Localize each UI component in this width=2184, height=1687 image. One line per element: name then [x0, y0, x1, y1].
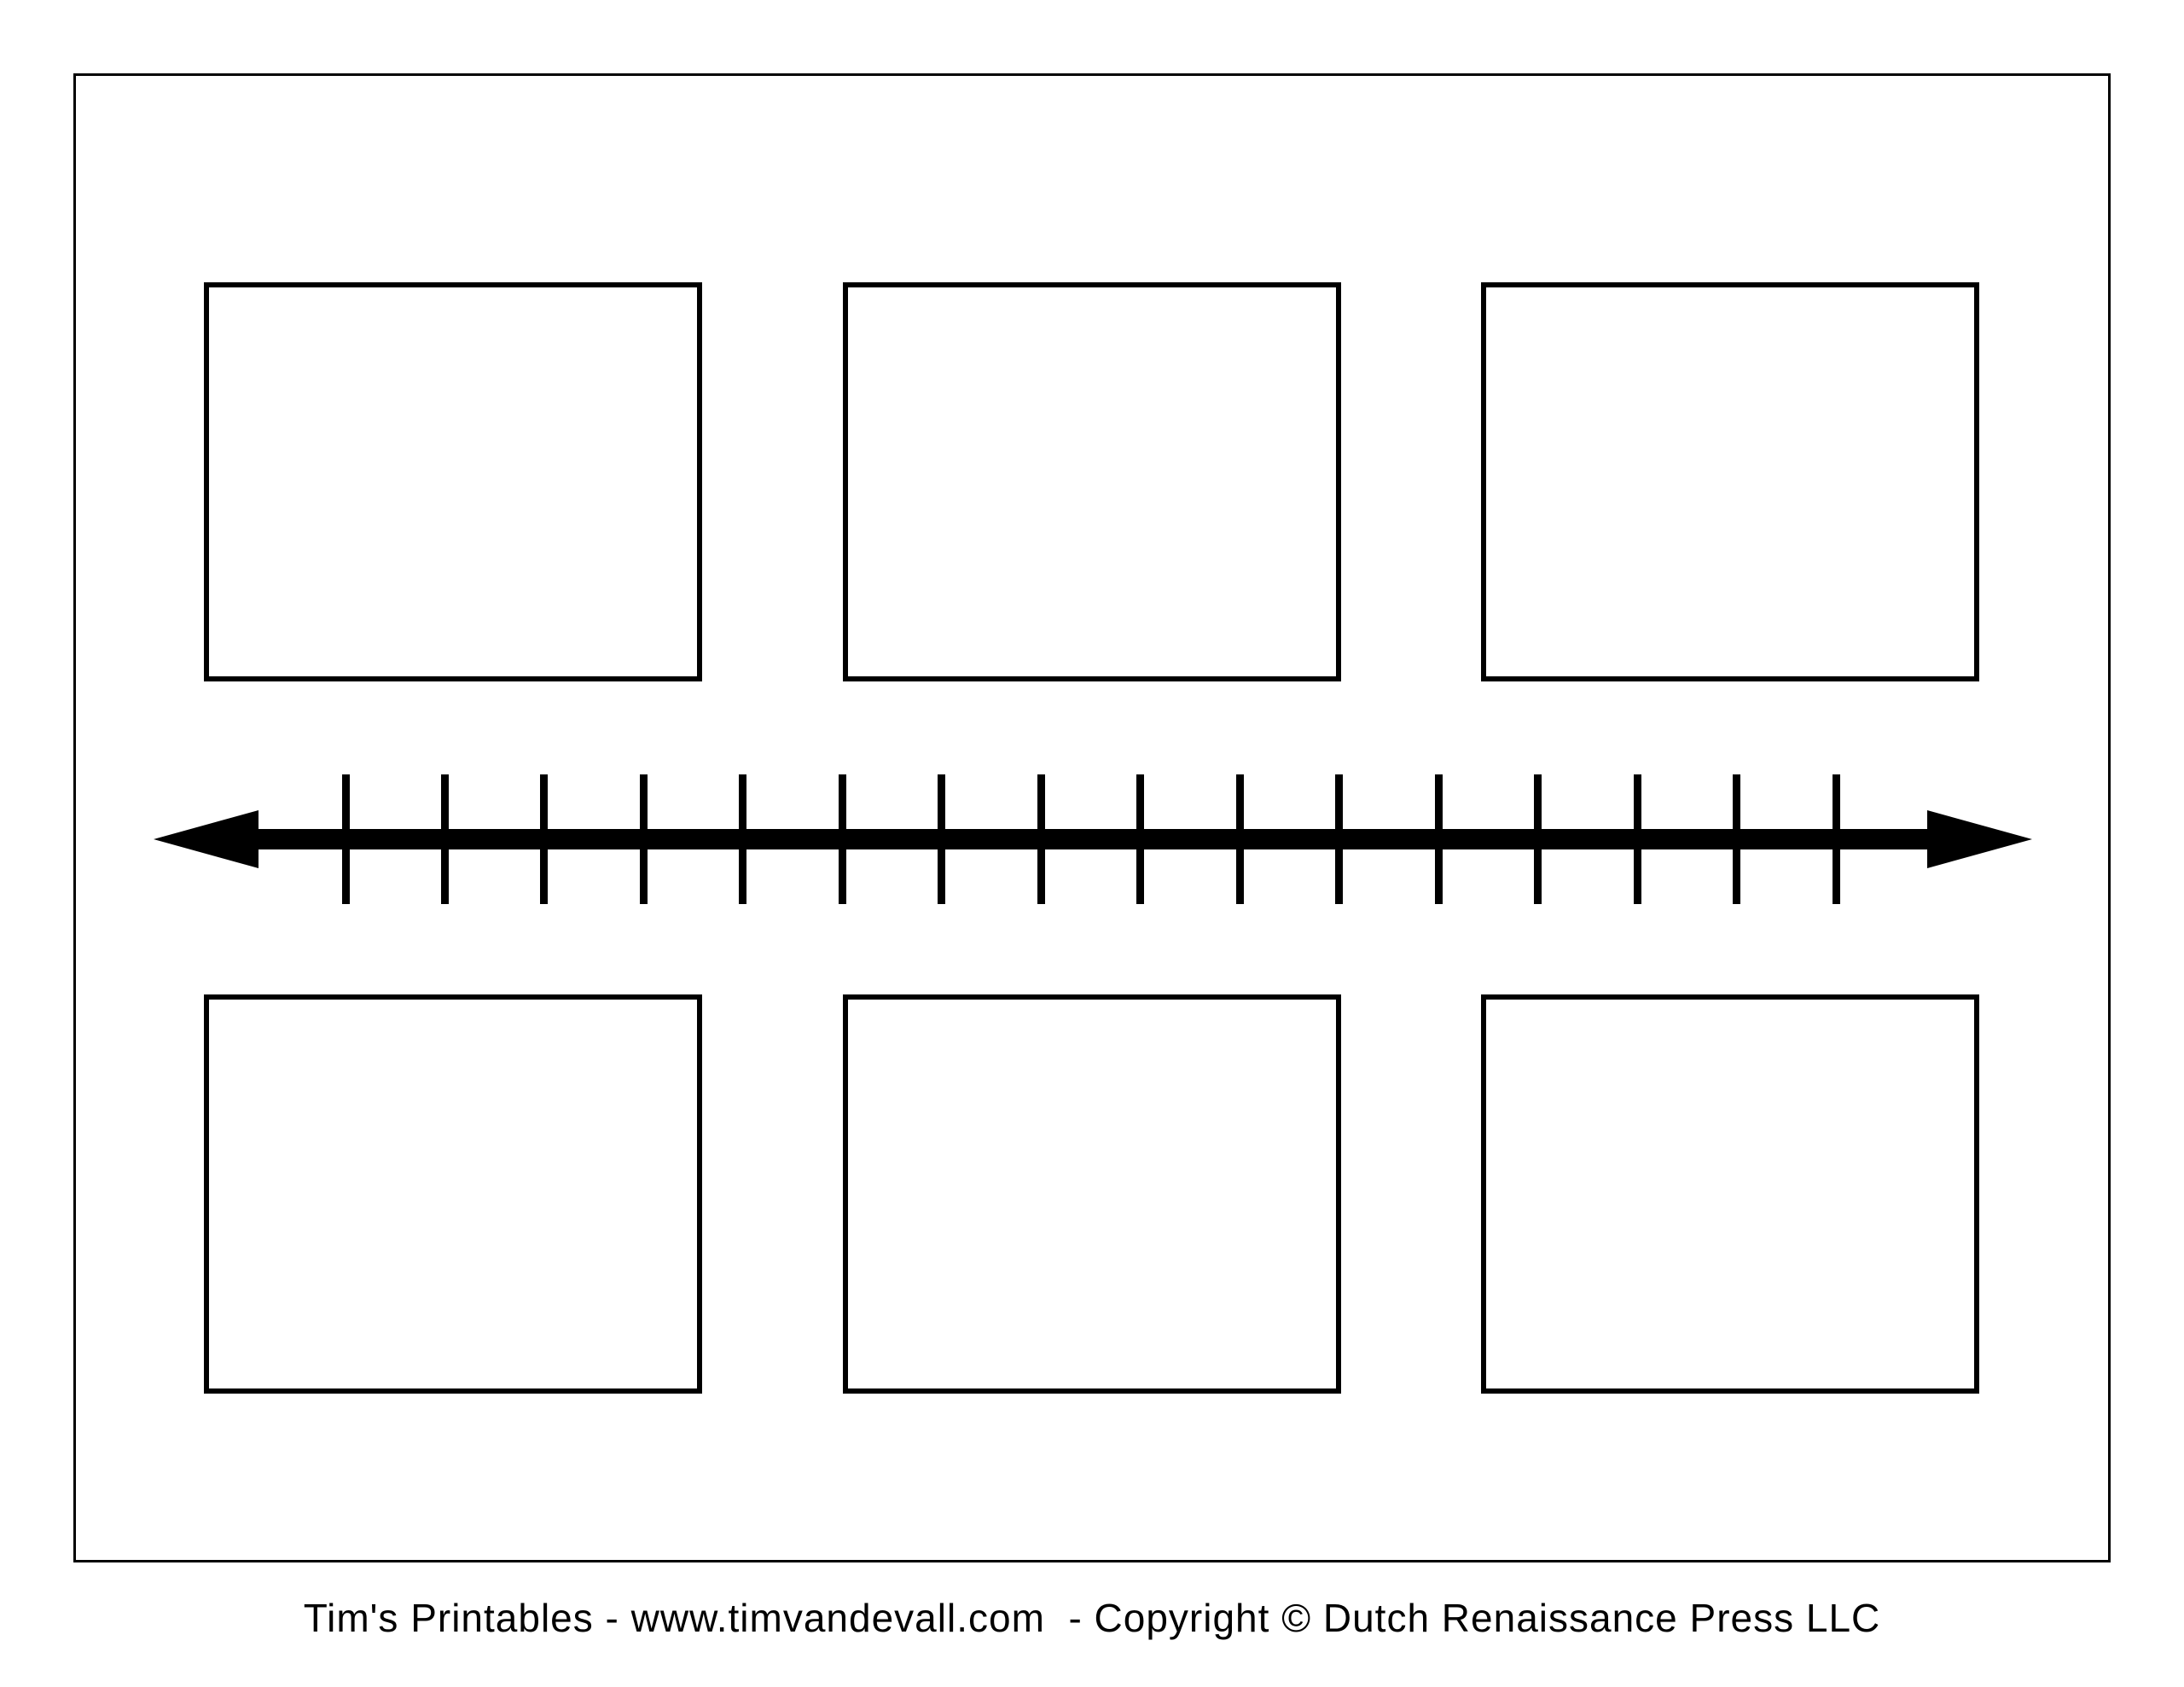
timeline-event-box	[204, 994, 702, 1394]
timeline-event-box	[843, 282, 1341, 681]
timeline-event-box	[204, 282, 702, 681]
footer-credit: Tim's Printables - www.timvandevall.com …	[303, 1596, 1881, 1640]
timeline-event-box	[1481, 282, 1979, 681]
timeline-event-box	[1481, 994, 1979, 1394]
timeline-event-box	[843, 994, 1341, 1394]
